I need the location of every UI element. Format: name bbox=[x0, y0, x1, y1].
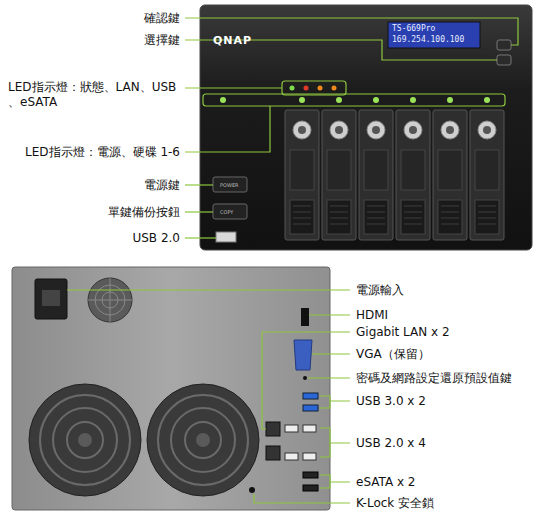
usb-port bbox=[216, 232, 236, 242]
button-text: POWER bbox=[220, 182, 239, 188]
power-button bbox=[213, 177, 247, 192]
small-fan bbox=[88, 278, 132, 322]
select-button bbox=[497, 55, 511, 65]
drive-trays bbox=[285, 110, 504, 240]
big-fans bbox=[29, 384, 259, 496]
callout-label: 單鍵備份按鈕 bbox=[108, 205, 180, 220]
callout-label: 電源輸入 bbox=[356, 283, 404, 298]
callout-label: VGA（保留） bbox=[356, 347, 430, 362]
callout-label: USB 2.0 x 4 bbox=[356, 436, 426, 451]
io-ports bbox=[249, 308, 318, 493]
callout-label: LED指示燈：狀態、LAN、USB 、eSATA bbox=[8, 80, 186, 110]
lcd-panel bbox=[388, 22, 480, 48]
callout-label: USB 3.0 x 2 bbox=[356, 394, 426, 409]
callout-label: HDMI bbox=[356, 308, 388, 323]
callout-label: 選擇鍵 bbox=[144, 33, 180, 48]
front-chassis bbox=[200, 5, 532, 250]
enter-button bbox=[497, 40, 511, 50]
brand-logo: QNAP bbox=[213, 33, 252, 48]
button-text: COPY bbox=[220, 209, 233, 215]
lcd-text: 169.254.100.100 bbox=[392, 35, 464, 45]
callout-label: eSATA x 2 bbox=[356, 475, 415, 490]
status-leds bbox=[290, 86, 337, 91]
callout-label: USB 2.0 bbox=[132, 231, 180, 246]
callout-label: LED指示燈：電源、硬碟 1-6 bbox=[25, 145, 180, 160]
power-inlet bbox=[35, 279, 67, 319]
callout-label: 密碼及網路設定還原預設值鍵 bbox=[356, 371, 512, 386]
lcd-text: TS-669Pro bbox=[392, 24, 435, 34]
copy-button bbox=[213, 204, 247, 219]
callout-label: K-Lock 安全鎖 bbox=[356, 496, 434, 511]
callout-label: Gigabit LAN x 2 bbox=[356, 325, 450, 340]
back-chassis bbox=[12, 267, 330, 510]
callout-label: 確認鍵 bbox=[144, 11, 180, 26]
drive-leds bbox=[220, 97, 490, 103]
callout-label: 電源鍵 bbox=[144, 178, 180, 193]
